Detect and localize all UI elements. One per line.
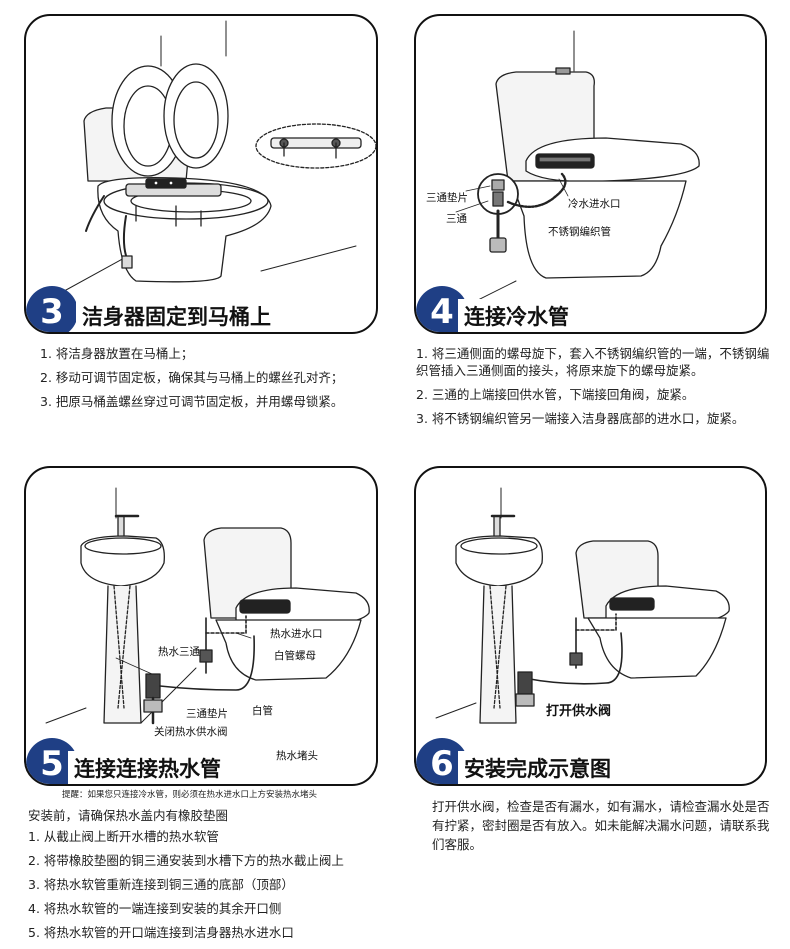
label-hot-tee: 热水三通 [158, 646, 200, 658]
step5-intro: 安装前，请确保热水盖内有橡胶垫圈 [28, 808, 229, 823]
label-tee-gasket: 三通垫片 [186, 708, 228, 720]
label-close-hot-valve: 关闭热水供水阀 [154, 726, 228, 738]
step-title: 连接冷水管 [458, 299, 575, 332]
instruction-item: 1. 将三通侧面的螺母旋下，套入不锈钢编织管的一端，不锈钢编织管插入三通侧面的接… [416, 346, 770, 378]
step-title: 洁身器固定到马桶上 [76, 299, 277, 332]
label-hot-plug: 热水堵头 [276, 750, 318, 762]
instruction-item: 1. 将洁身器放置在马桶上； [40, 346, 194, 361]
hot-plug-reminder-note: 提醒：如果您只连接冷水管，则必须在热水进水口上方安装热水堵头 [62, 790, 318, 800]
instruction-item: 1. 从截止阀上断开水槽的热水软管 [28, 829, 219, 844]
instruction-item: 2. 三通的上端接回供水管，下端接回角阀，旋紧。 [416, 387, 695, 402]
instruction-item: 4. 将热水软管的一端连接到安装的其余开口侧 [28, 901, 282, 916]
instruction-item: 5. 将热水软管的开口端连接到洁身器热水进水口 [28, 925, 294, 940]
step5-illustration-panel: 热水三通 热水进水口 白管螺母 白管 三通垫片 关闭热水供水阀 热水堵头 5 连… [24, 466, 378, 786]
step6-illustration-panel: 打开供水阀 6 安装完成示意图 [414, 466, 767, 786]
step6-description: 打开供水阀，检查是否有漏水，如有漏水，请检查漏水处是否有拧紧，密封圈是否有放入。… [432, 799, 770, 852]
cold-water-connection-illustration [445, 30, 700, 317]
instruction-item: 2. 移动可调节固定板，确保其与马桶上的螺丝孔对齐； [40, 370, 344, 385]
label-tee: 三通 [446, 213, 467, 225]
label-white-pipe: 白管 [252, 705, 273, 717]
label-cold-inlet: 冷水进水口 [568, 198, 621, 210]
step3-instructions: 1. 将洁身器放置在马桶上； 2. 移动可调节固定板，确保其与马桶上的螺丝孔对齐… [40, 345, 380, 417]
step-number-badge: 3 [26, 286, 78, 332]
instruction-item: 3. 将热水软管重新连接到铜三通的底部（顶部） [28, 877, 294, 892]
label-white-nut: 白管螺母 [274, 650, 316, 662]
step-title: 连接连接热水管 [68, 751, 227, 784]
instruction-item: 3. 把原马桶盖螺丝穿过可调节固定板，并用螺母锁紧。 [40, 394, 344, 409]
step5-instructions: 1. 从截止阀上断开水槽的热水软管 2. 将带橡胶垫圈的铜三通安装到水槽下方的热… [28, 828, 388, 948]
instruction-item: 2. 将带橡胶垫圈的铜三通安装到水槽下方的热水截止阀上 [28, 853, 344, 868]
hot-water-connection-illustration [45, 487, 370, 725]
toilet-with-bidet-seat-illustration [45, 20, 376, 302]
label-open-valve: 打开供水阀 [546, 704, 612, 719]
step4-instructions: 1. 将三通侧面的螺母旋下，套入不锈钢编织管的一端，不锈钢编织管插入三通侧面的接… [416, 345, 778, 434]
label-braided-hose: 不锈钢编织管 [548, 226, 611, 238]
label-hot-inlet: 热水进水口 [270, 628, 323, 640]
instruction-item: 3. 将不锈钢编织管另一端接入洁身器底部的进水口，旋紧。 [416, 411, 745, 426]
installation-complete-illustration [435, 487, 730, 724]
step4-illustration-panel: 三通垫片 三通 冷水进水口 不锈钢编织管 4 连接冷水管 [414, 14, 767, 334]
step-title: 安装完成示意图 [458, 751, 617, 784]
label-tee-gasket: 三通垫片 [426, 192, 468, 204]
step3-illustration-panel: 3 洁身器固定到马桶上 [24, 14, 378, 334]
